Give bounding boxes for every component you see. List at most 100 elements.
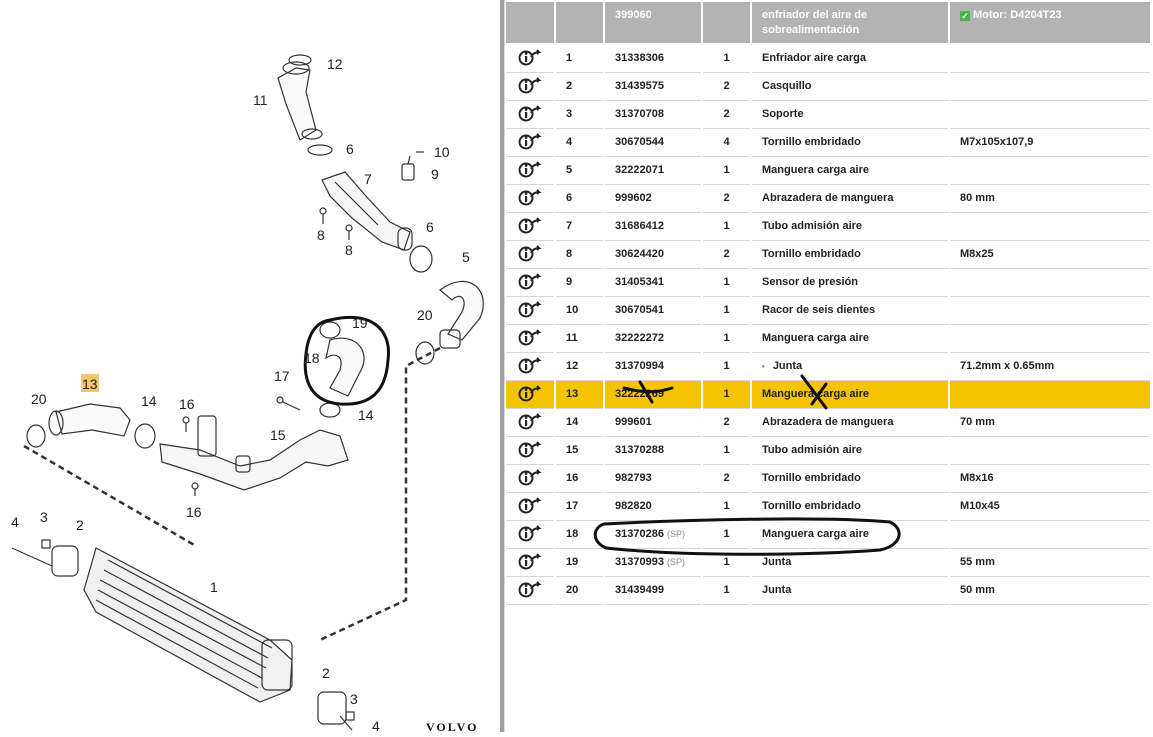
row-part-number[interactable]: 982820 bbox=[604, 492, 703, 521]
info-arrow-icon[interactable] bbox=[518, 524, 542, 544]
part-20-seal[interactable] bbox=[26, 424, 46, 448]
part-number[interactable]: 31439499 bbox=[615, 584, 664, 596]
part-number[interactable]: 32222071 bbox=[615, 164, 664, 176]
pane-splitter[interactable] bbox=[500, 0, 504, 732]
part-13-hose[interactable] bbox=[48, 403, 131, 437]
row-part-number[interactable]: 31439499 bbox=[604, 576, 703, 605]
info-arrow-icon[interactable] bbox=[518, 188, 542, 208]
part-18-hose[interactable] bbox=[325, 337, 365, 397]
part-8-screws[interactable] bbox=[319, 207, 353, 240]
row-part-number[interactable]: 31370286(SP) bbox=[604, 520, 703, 549]
part-number[interactable]: 30670544 bbox=[615, 136, 664, 148]
part-12-seal[interactable] bbox=[288, 54, 312, 66]
row-info-button[interactable] bbox=[506, 100, 556, 129]
row-part-number[interactable]: 31370993(SP) bbox=[604, 548, 703, 577]
row-info-button[interactable] bbox=[506, 184, 556, 213]
row-info-button[interactable] bbox=[506, 464, 556, 493]
info-arrow-icon[interactable] bbox=[518, 48, 542, 68]
row-info-button[interactable] bbox=[506, 492, 556, 521]
info-arrow-icon[interactable] bbox=[518, 468, 542, 488]
row-part-number[interactable]: 31370994 bbox=[604, 352, 703, 381]
part-number[interactable]: 31370708 bbox=[615, 108, 664, 120]
info-arrow-icon[interactable] bbox=[518, 132, 542, 152]
row-info-button[interactable] bbox=[506, 576, 556, 605]
info-arrow-icon[interactable] bbox=[518, 356, 542, 376]
part-number[interactable]: 999601 bbox=[615, 416, 652, 428]
info-arrow-icon[interactable] bbox=[518, 496, 542, 516]
row-part-number[interactable]: 30624420 bbox=[604, 240, 703, 269]
row-info-button[interactable] bbox=[506, 324, 556, 353]
part-16-screws[interactable] bbox=[182, 416, 199, 496]
info-arrow-icon[interactable] bbox=[518, 216, 542, 236]
part-1-intercooler[interactable] bbox=[83, 547, 293, 703]
row-part-number[interactable]: 999602 bbox=[604, 184, 703, 213]
part-number[interactable]: 31370993 bbox=[615, 556, 664, 568]
row-part-number[interactable]: 31370288 bbox=[604, 436, 703, 465]
row-part-number[interactable]: 31405341 bbox=[604, 268, 703, 297]
part-14-clamp[interactable] bbox=[134, 423, 156, 449]
part-5-hose[interactable] bbox=[439, 280, 484, 341]
row-info-button[interactable] bbox=[506, 436, 556, 465]
info-arrow-icon[interactable] bbox=[518, 76, 542, 96]
part-number[interactable]: 31370994 bbox=[615, 360, 664, 372]
part-number[interactable]: 999602 bbox=[615, 192, 652, 204]
part-number[interactable]: 31439575 bbox=[615, 80, 664, 92]
info-arrow-icon[interactable] bbox=[518, 384, 542, 404]
info-arrow-icon[interactable] bbox=[518, 412, 542, 432]
row-info-button[interactable] bbox=[506, 72, 556, 101]
row-info-button[interactable] bbox=[506, 380, 556, 409]
part-17-bolt[interactable] bbox=[276, 396, 301, 411]
row-part-number[interactable]: 31686412 bbox=[604, 212, 703, 241]
row-part-number[interactable]: 32222272 bbox=[604, 324, 703, 353]
part-15-intake-tube[interactable] bbox=[159, 415, 349, 491]
row-info-button[interactable] bbox=[506, 548, 556, 577]
part-20-seal-upper[interactable] bbox=[415, 341, 435, 365]
info-arrow-icon[interactable] bbox=[518, 272, 542, 292]
row-part-number[interactable]: 32222269 bbox=[604, 380, 703, 409]
info-arrow-icon[interactable] bbox=[518, 440, 542, 460]
info-arrow-icon[interactable] bbox=[518, 552, 542, 572]
row-info-button[interactable] bbox=[506, 240, 556, 269]
part-number[interactable]: 982820 bbox=[615, 500, 652, 512]
row-part-number[interactable]: 32222071 bbox=[604, 156, 703, 185]
part-number[interactable]: 30670541 bbox=[615, 304, 664, 316]
row-part-number[interactable]: 31439575 bbox=[604, 72, 703, 101]
row-info-button[interactable] bbox=[506, 352, 556, 381]
part-number[interactable]: 32222272 bbox=[615, 332, 664, 344]
info-arrow-icon[interactable] bbox=[518, 300, 542, 320]
part-number[interactable]: 31370286 bbox=[615, 528, 664, 540]
part-number[interactable]: 30624420 bbox=[615, 248, 664, 260]
part-number[interactable]: 31370288 bbox=[615, 444, 664, 456]
info-arrow-icon[interactable] bbox=[518, 160, 542, 180]
part-19-seal[interactable] bbox=[319, 321, 341, 339]
part-11-hose[interactable] bbox=[277, 61, 323, 141]
info-arrow-icon[interactable] bbox=[518, 104, 542, 124]
row-part-number[interactable]: 31338306 bbox=[604, 44, 703, 73]
row-part-number[interactable]: 999601 bbox=[604, 408, 703, 437]
part-6-clamp[interactable] bbox=[409, 245, 433, 273]
part-9-sensor[interactable] bbox=[401, 155, 415, 181]
row-info-button[interactable] bbox=[506, 156, 556, 185]
part-number[interactable]: 32222269 bbox=[615, 388, 664, 400]
info-arrow-icon[interactable] bbox=[518, 244, 542, 264]
row-info-button[interactable] bbox=[506, 212, 556, 241]
